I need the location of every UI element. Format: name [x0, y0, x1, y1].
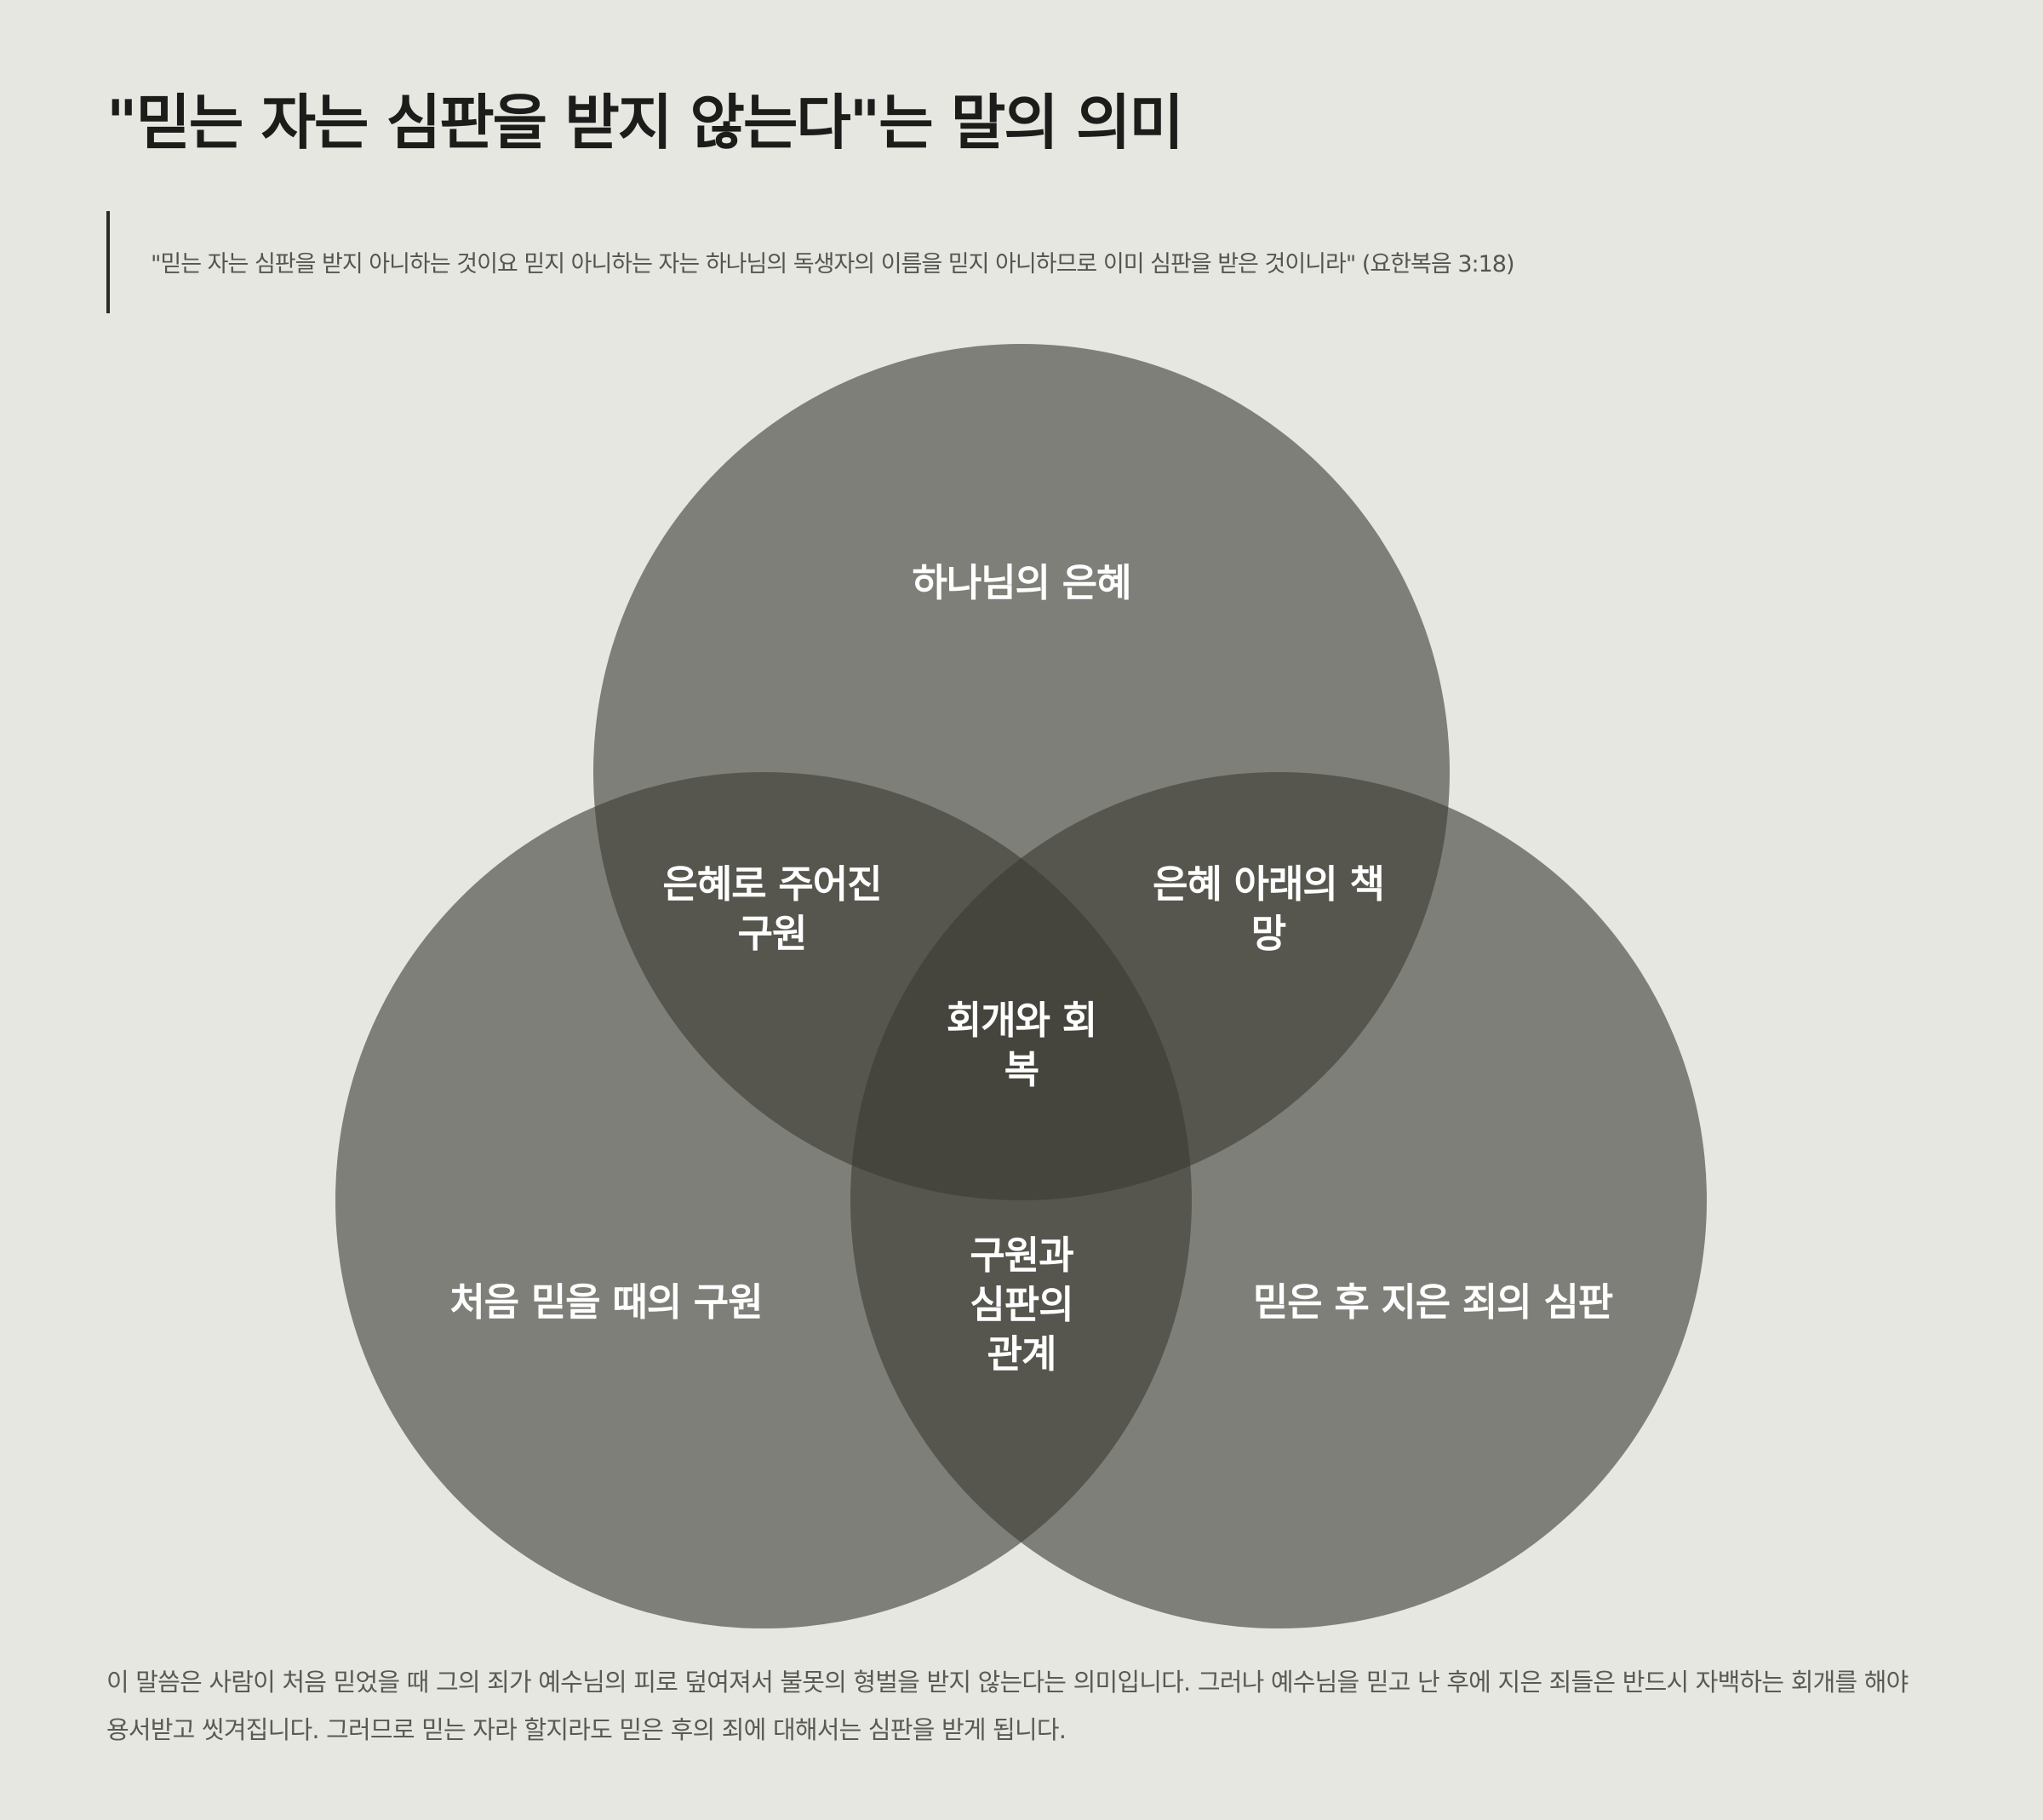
label-center: 회개와 회복: [946, 998, 1097, 1092]
label-top: 하나님의 은혜: [912, 560, 1131, 605]
description-text: 이 말씀은 사람이 처음 믿었을 때 그의 죄가 예수님의 피로 덮여져서 불못…: [106, 1668, 1909, 1744]
quote-text: "믿는 자는 심판을 받지 아니하는 것이요 믿지 아니하는 자는 하나님의 독…: [151, 251, 1514, 278]
label-left: 처음 믿을 때의 구원: [449, 1279, 763, 1325]
label-top-left: 은혜로 주어진 구원: [662, 861, 882, 956]
label-top-right: 은혜 아래의 책망: [1153, 861, 1385, 956]
label-right: 믿은 후 지은 죄의 심판: [1252, 1279, 1613, 1325]
circle-right: [850, 772, 1707, 1628]
page-title: "믿는 자는 심판을 받지 않는다"는 말의 의미: [106, 88, 1184, 157]
scripture-quote: "믿는 자는 심판을 받지 아니하는 것이요 믿지 아니하는 자는 하나님의 독…: [106, 211, 1514, 313]
label-left-right: 구원과 심판의 관계: [970, 1233, 1073, 1376]
